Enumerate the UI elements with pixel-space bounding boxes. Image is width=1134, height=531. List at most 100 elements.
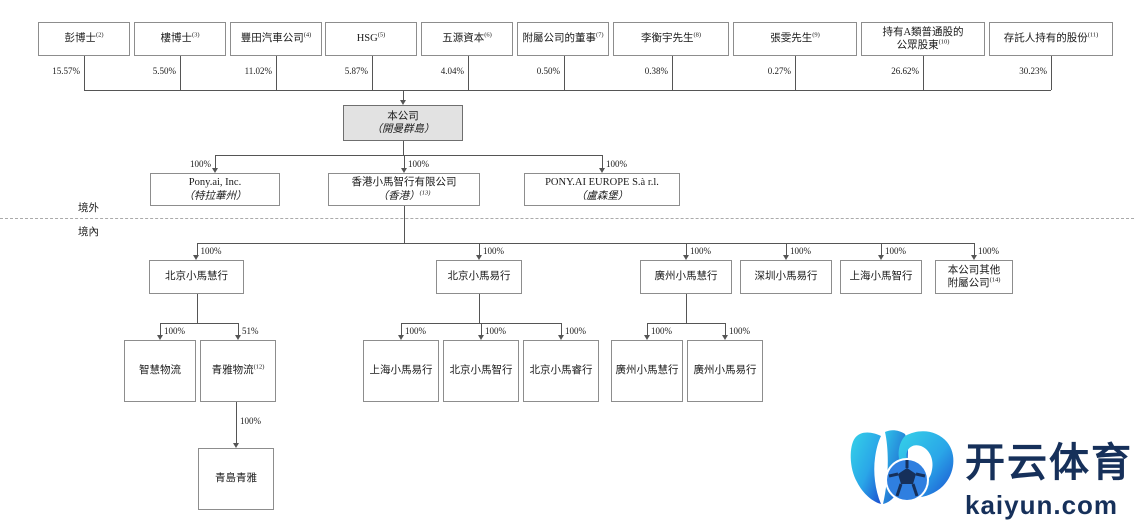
shareholder-name: 五源資本(6) — [442, 31, 492, 45]
footnote-marker: (9) — [812, 31, 820, 39]
shareholder-box-10: 存託人持有的股份(11) — [989, 22, 1113, 56]
tier4-left-name: 青雅物流(12) — [211, 363, 265, 377]
arrow-head — [477, 335, 484, 340]
tier3-percent-3: 100% — [690, 246, 711, 256]
footnote-marker: (2) — [95, 31, 104, 39]
tier3-box-1: 北京小馬慧行 — [149, 260, 244, 294]
tier5-box-1: 青島青雅 — [198, 448, 274, 510]
connector-line — [84, 90, 1051, 91]
connector-line — [372, 56, 373, 90]
shareholder-box-8: 張雯先生(9) — [733, 22, 857, 56]
tier3-box-5: 上海小馬智行 — [840, 260, 922, 294]
tier3-name: 深圳小馬易行 — [754, 271, 818, 283]
connector-line — [196, 294, 198, 323]
tier2-box-2: 香港小馬智行有限公司（香港）(13) — [328, 173, 480, 206]
shareholder-name: 樓博士(3) — [160, 31, 200, 45]
connector-line — [196, 243, 974, 244]
tier4-left-name: 智慧物流 — [139, 365, 181, 377]
connector-line — [160, 323, 161, 335]
arrow-head — [782, 255, 789, 260]
tier2-place: （盧森堡） — [575, 190, 629, 202]
shareholder-percent-3: 11.02% — [244, 66, 272, 76]
tier3-percent-2: 100% — [483, 246, 504, 256]
tier3-name: 北京小馬易行 — [447, 271, 511, 283]
tier3-name: 北京小馬慧行 — [165, 271, 228, 283]
arrow-head — [475, 255, 482, 260]
watermark-brand-cn: 开云体育 — [965, 441, 1133, 485]
tier4-left-percent-1: 100% — [164, 326, 185, 336]
tier2-name: PONY.AI EUROPE S.à r.l. — [545, 177, 659, 189]
tier3-name: 上海小馬智行 — [849, 271, 913, 283]
company-place: （開曼群島） — [371, 124, 435, 135]
tier3-percent-4: 100% — [790, 246, 811, 256]
arrow-head — [399, 100, 406, 105]
tier5-percent-1: 100% — [240, 416, 261, 426]
tier4-mid-percent-2: 100% — [485, 326, 506, 336]
ky-football-logo-icon — [850, 430, 954, 504]
footnote-marker: (7) — [595, 31, 604, 39]
tier2-place: （特拉華州） — [183, 190, 247, 202]
connector-line — [686, 243, 687, 255]
arrow-head — [643, 335, 650, 340]
onshore-label: 境內 — [78, 227, 99, 238]
tier4-right-percent-2: 100% — [729, 326, 750, 336]
arrow-head — [211, 168, 218, 173]
shareholder-box-2: 樓博士(3) — [134, 22, 226, 56]
tier4-mid-name: 上海小馬易行 — [369, 365, 433, 377]
connector-line — [180, 56, 181, 90]
arrow-head — [234, 335, 241, 340]
shareholder-percent-2: 5.50% — [152, 66, 176, 76]
footnote-marker: (10) — [938, 38, 950, 46]
shareholder-percent-10: 30.23% — [1019, 66, 1047, 76]
footnote-marker: (13) — [419, 189, 431, 196]
shareholder-box-1: 彭博士(2) — [38, 22, 130, 56]
shareholder-name-cont: 公眾股東(10) — [896, 38, 950, 51]
arrow-head — [970, 255, 977, 260]
connector-line — [404, 155, 405, 168]
tier2-percent-1: 100% — [190, 159, 211, 169]
shareholder-name: 持有A類普通股的 — [882, 26, 964, 38]
arrow-head — [598, 168, 605, 173]
shareholder-box-6: 附屬公司的董事(7) — [517, 22, 609, 56]
tier2-box-3: PONY.AI EUROPE S.à r.l.（盧森堡） — [524, 173, 680, 206]
connector-line — [647, 323, 725, 324]
footnote-marker: (14) — [989, 276, 1001, 284]
connector-line — [481, 323, 482, 335]
tier3-box-4: 深圳小馬易行 — [740, 260, 832, 294]
tier3-percent-1: 100% — [200, 246, 222, 256]
connector-line — [479, 294, 480, 323]
tier4-mid-percent-1: 100% — [405, 326, 426, 336]
shareholder-name: HSG(5) — [356, 31, 386, 45]
connector-line — [196, 243, 198, 255]
connector-line — [672, 56, 673, 90]
connector-line — [602, 155, 603, 168]
connector-line — [881, 243, 882, 255]
connector-line — [725, 323, 726, 335]
shareholder-name: 存託人持有的股份(11) — [1003, 31, 1099, 45]
shareholder-percent-7: 0.38% — [644, 66, 668, 76]
connector-line — [236, 402, 237, 443]
tier4-right-box-1: 廣州小馬慧行 — [611, 340, 683, 402]
connector-line — [160, 323, 238, 324]
footnote-marker: (5) — [377, 31, 386, 39]
tier4-right-name: 廣州小馬易行 — [693, 365, 757, 377]
tier2-place: （香港）(13) — [377, 189, 431, 202]
tier5-name: 青島青雅 — [215, 473, 257, 485]
tier4-mid-box-1: 上海小馬易行 — [363, 340, 439, 402]
tier3-percent-6: 100% — [978, 246, 999, 256]
shareholder-name: 彭博士(2) — [64, 31, 104, 45]
connector-line — [786, 243, 787, 255]
connector-line — [403, 90, 404, 100]
arrow-head — [193, 255, 199, 260]
watermark-domain: kaiyun.com — [965, 490, 1119, 520]
tier2-percent-3: 100% — [606, 159, 627, 169]
connector-line — [215, 155, 602, 156]
footnote-marker: (4) — [303, 31, 312, 39]
shareholder-name: 張雯先生(9) — [770, 31, 820, 45]
tier3-box-3: 廣州小馬慧行 — [640, 260, 732, 294]
shareholder-box-7: 李衡宇先生(8) — [613, 22, 729, 56]
shareholder-box-5: 五源資本(6) — [421, 22, 513, 56]
shareholder-box-4: HSG(5) — [325, 22, 417, 56]
arrow-head — [156, 335, 163, 340]
